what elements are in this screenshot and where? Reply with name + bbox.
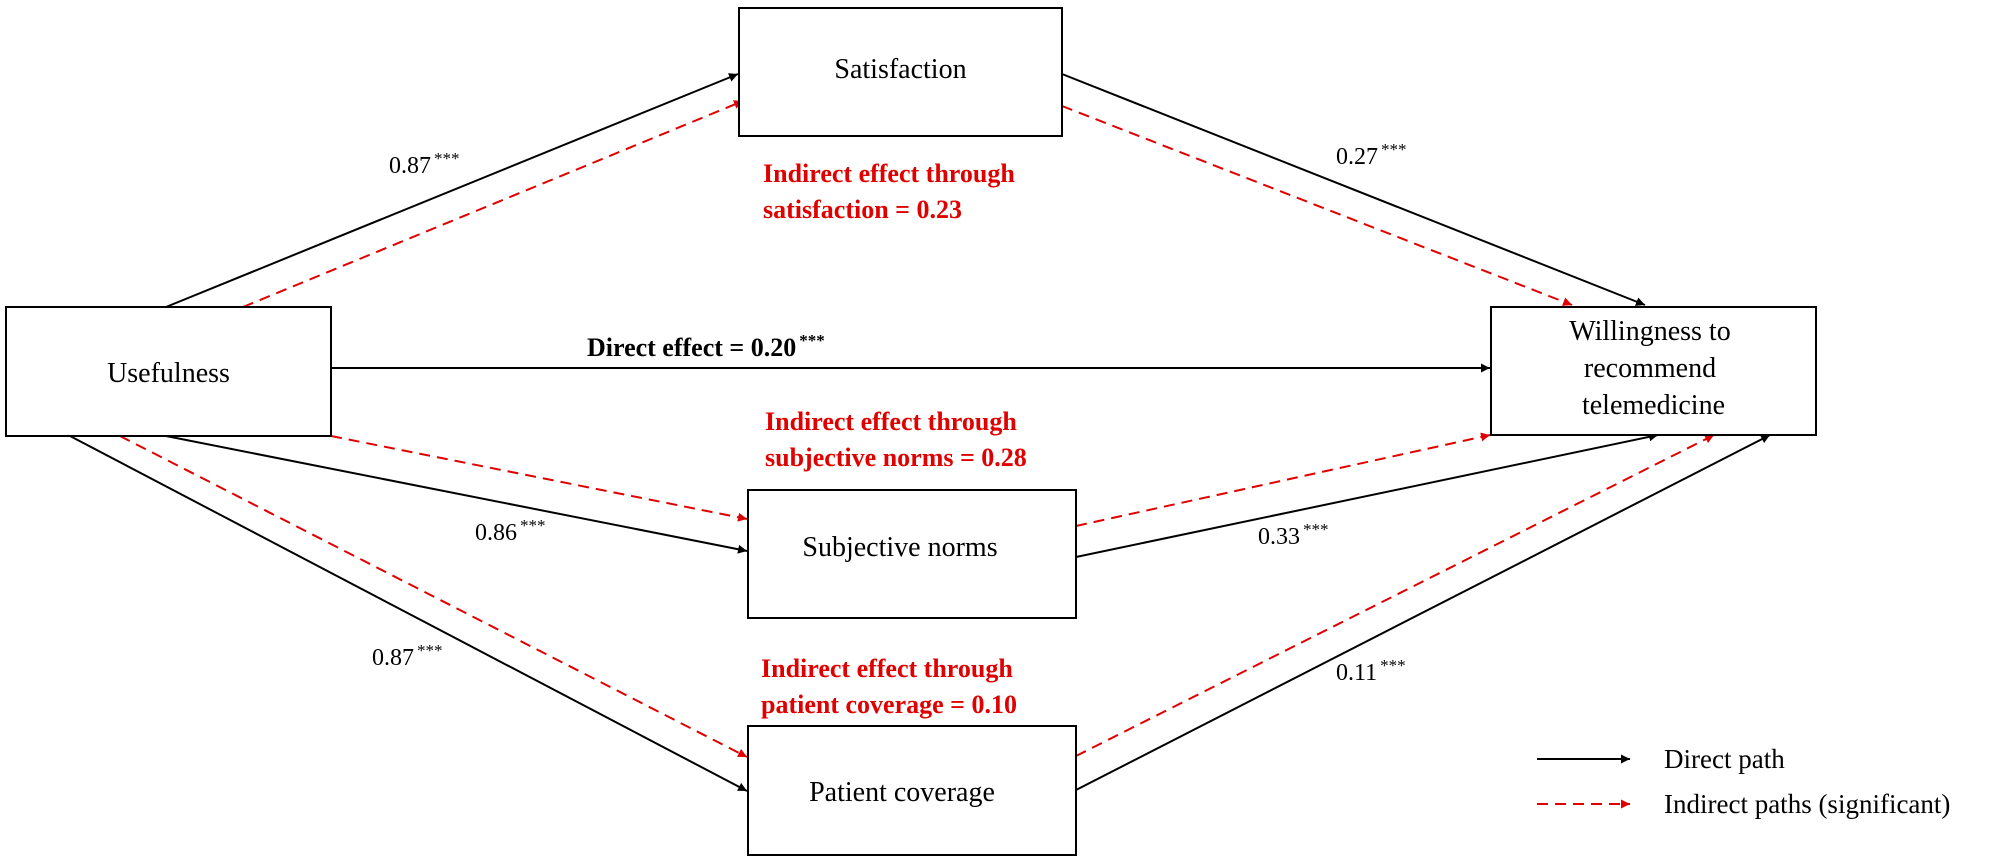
node-subjective-norms-label: Subjective norms — [802, 532, 997, 563]
coef-coverage-willingness: 0.11*** — [1336, 656, 1406, 686]
indirect-path-coverage-willingness — [1075, 434, 1715, 757]
legend-indirect-label: Indirect paths (significant) — [1664, 789, 1950, 819]
coef-satisfaction-willingness: 0.27*** — [1336, 140, 1407, 170]
path-norms-willingness — [1075, 432, 1659, 558]
svg-text:Willingness to recommend: Willingness to recommend telemedicine — [1569, 316, 1737, 421]
indirect-path-satisfaction-willingness — [1061, 105, 1573, 306]
annotation-indirect-norms: Indirect effect through subjective norms… — [765, 407, 1027, 472]
svg-text:Patient coverage: Patient coverage — [809, 777, 995, 808]
svg-text:Subjective norms: Subjective norms — [802, 532, 997, 563]
indirect-path-norms-willingness — [1075, 432, 1491, 527]
coef-norms-willingness: 0.33*** — [1258, 520, 1329, 550]
coef-usefulness-norms: 0.86*** — [475, 516, 546, 546]
coef-usefulness-coverage: 0.87*** — [372, 641, 443, 671]
legend-direct-label: Direct path — [1664, 744, 1785, 774]
indirect-path-usefulness-satisfaction — [242, 100, 744, 308]
node-satisfaction-label: Satisfaction — [834, 54, 966, 85]
node-usefulness: Usefulness — [5, 306, 332, 437]
node-willingness-label-line-3: telemedicine — [1582, 390, 1725, 421]
coef-usefulness-satisfaction: 0.87*** — [389, 149, 460, 179]
node-satisfaction: Satisfaction — [738, 7, 1063, 137]
path-coverage-willingness — [1075, 434, 1771, 791]
node-willingness-label-line-2: recommend — [1584, 353, 1716, 384]
node-willingness-label-line-1: Willingness to — [1569, 316, 1730, 347]
node-usefulness-label: Usefulness — [107, 358, 230, 389]
indirect-path-usefulness-norms — [330, 435, 748, 522]
annotation-direct-effect: Direct effect = 0.20*** — [587, 331, 825, 362]
svg-text:Usefulness: Usefulness — [107, 358, 230, 389]
path-usefulness-coverage — [69, 435, 748, 792]
annotation-indirect-coverage: Indirect effect through patient coverage… — [761, 654, 1019, 719]
node-subjective-norms: Subjective norms — [747, 489, 1077, 619]
path-satisfaction-willingness — [1061, 73, 1646, 306]
path-usefulness-norms — [165, 435, 748, 554]
node-patient-coverage-label: Patient coverage — [809, 777, 995, 808]
indirect-path-usefulness-coverage — [119, 435, 748, 758]
annotation-indirect-satisfaction: Indirect effect through satisfaction = 0… — [763, 159, 1021, 224]
svg-text:Satisfaction: Satisfaction — [834, 54, 966, 85]
path-usefulness-satisfaction — [165, 73, 739, 308]
node-patient-coverage: Patient coverage — [747, 725, 1077, 856]
legend: Direct path Indirect paths (significant) — [1537, 744, 1950, 819]
node-willingness: Willingness to recommend telemedicine — [1490, 306, 1817, 436]
